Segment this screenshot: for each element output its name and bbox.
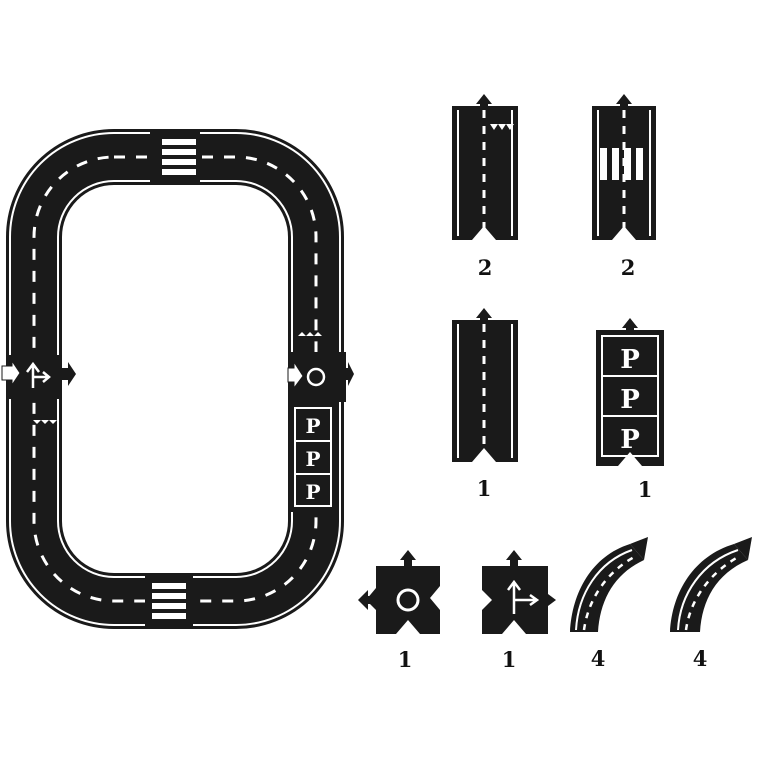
junction-arrow-icon	[507, 579, 540, 614]
assembled-track-loop: P P P	[1, 129, 354, 629]
loop-roundabout-right	[287, 332, 354, 402]
piece-t-junction: 1	[482, 550, 556, 672]
connector-arrow-icon	[630, 537, 648, 560]
piece-straight-yield: 2	[452, 94, 518, 280]
piece-curve-left: 4	[570, 537, 648, 671]
curve-right-icon	[684, 554, 741, 631]
piece-straight-plain: 1	[452, 308, 518, 501]
piece-count: 1	[398, 647, 413, 672]
roundabout-icon	[396, 588, 420, 612]
connector-arrow-icon	[506, 550, 522, 566]
loop-road	[6, 129, 344, 629]
crosswalk-icon	[600, 148, 643, 180]
piece-count: 1	[638, 477, 653, 502]
parking-p-icon: P	[620, 345, 640, 375]
loop-center-dashes	[32, 155, 318, 603]
piece-count: 1	[477, 476, 492, 501]
loop-parking-p-3: P	[305, 480, 320, 504]
parking-p-icon: P	[620, 425, 640, 455]
piece-count: 4	[693, 646, 708, 671]
connector-arrow-icon	[400, 550, 416, 566]
loop-parking-p-1: P	[305, 414, 320, 438]
piece-count: 2	[478, 255, 493, 280]
loop-inner-edge-line	[57, 180, 293, 578]
piece-count: 2	[621, 255, 636, 280]
loop-crosswalk-bottom	[145, 575, 193, 627]
loop-crosswalk-top	[150, 131, 200, 183]
piece-curve-right: 4	[670, 537, 752, 671]
loop-parking-bay: P P P	[290, 402, 336, 512]
piece-count: 4	[591, 646, 606, 671]
loop-t-junction-left	[1, 355, 76, 424]
piece-roundabout: 1	[358, 550, 440, 672]
loop-parking-p-2: P	[305, 447, 320, 471]
piece-straight-crosswalk: 2	[592, 94, 656, 280]
yield-triangles-icon	[490, 124, 514, 130]
piece-count: 1	[502, 647, 517, 672]
piece-parking: P P P 1	[596, 318, 664, 502]
connector-arrow-icon	[734, 537, 752, 560]
parking-p-icon: P	[620, 385, 640, 415]
